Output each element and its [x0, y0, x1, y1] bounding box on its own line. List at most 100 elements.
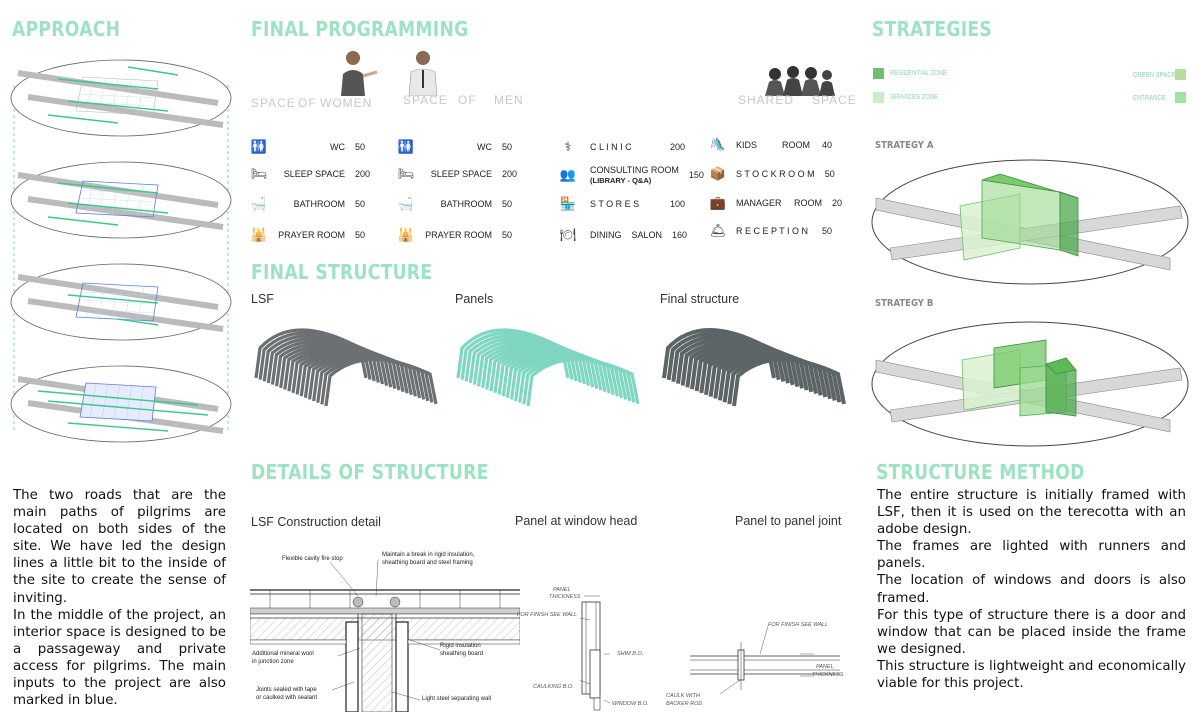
manager-icon: 💼	[709, 195, 727, 210]
woman-figure	[341, 51, 378, 96]
room-name: MANAGER ROOM	[736, 198, 823, 208]
room-area: 200	[670, 142, 686, 152]
note-break-1: Maintain a break in rigid insulation,	[382, 552, 475, 558]
note-rigid-1: Rigid insulation	[440, 643, 481, 649]
strategies-heading: STRATEGIES	[872, 17, 993, 41]
room-area: 50	[355, 230, 366, 240]
note-mineral-1: Additional mineral wool	[252, 651, 314, 657]
approach-diagram-3	[10, 263, 232, 341]
strategy-b-label: STRATEGY B	[875, 298, 934, 309]
approach-diagram-2	[10, 161, 232, 239]
room-name: KIDS ROOM	[736, 140, 811, 150]
method-heading: STRUCTURE METHOD	[876, 460, 1085, 484]
legend-swatch-services	[873, 92, 884, 103]
room-name-main: CONSULTING ROOM	[590, 164, 679, 175]
lsf-structure-model	[254, 328, 438, 407]
room-name: PRAYER ROOM	[278, 230, 345, 240]
legend-label-services: SERVICES ZONE	[890, 94, 939, 101]
room-area: 50	[822, 226, 833, 236]
room-name: CONSULTING ROOM(LIBRARY - Q&A)	[576, 165, 689, 186]
joint-note-thickness: THICKNESS	[812, 672, 844, 678]
space-shared-word-2: SPACE	[812, 93, 857, 107]
space-men-word-1: SPACE	[403, 93, 448, 107]
shared-row-clinic: ⚕ C L I N I C 200	[560, 136, 692, 158]
space-men-word-2: OF	[458, 93, 477, 107]
room-area: 200	[502, 169, 518, 179]
bed-icon: 🛏	[397, 166, 415, 181]
joint-note-finish: FOR FINISH SEE WALL	[768, 622, 829, 628]
room-area: 150	[688, 170, 704, 180]
programming-heading: FINAL PROGRAMMING	[251, 17, 469, 41]
men-row-sleep: 🛏 SLEEP SPACE 200	[398, 163, 524, 185]
wc-icon: 🚻	[250, 139, 268, 154]
detail-label-lsf: LSF Construction detail	[251, 515, 381, 529]
room-area: 200	[355, 169, 371, 179]
method-text: The entire structure is initially framed…	[877, 488, 1186, 692]
window-note-shim: SHIM B.O.	[617, 651, 644, 657]
legend-label-residential: RESIDENTIAL ZONE	[890, 70, 947, 77]
room-name: SLEEP SPACE	[430, 169, 492, 179]
approach-diagram-1	[10, 59, 232, 137]
space-women-word-2: OF	[298, 96, 317, 110]
bath-icon: 🛁	[250, 196, 268, 211]
room-area: 50	[502, 142, 513, 152]
room-name-sub: (LIBRARY - Q&A)	[590, 175, 652, 185]
prayer-icon: 🕌	[397, 227, 415, 242]
room-area: 50	[502, 230, 513, 240]
strategy-a-diagram	[871, 159, 1189, 285]
final-structure-model	[662, 328, 846, 407]
structure-heading: FINAL STRUCTURE	[251, 260, 433, 284]
room-area: 50	[502, 199, 513, 209]
panel-joint-detail-drawing	[690, 625, 840, 695]
legend-label-entrance: ENTRANCE	[1133, 95, 1166, 102]
window-note-thickness: THICKNESS	[549, 594, 581, 600]
room-name: C L I N I C	[590, 142, 632, 152]
space-women-word-1: SPACE	[251, 96, 296, 110]
window-note-caulking: CAULKING B.O.	[533, 684, 574, 690]
men-row-prayer: 🕌 PRAYER ROOM 50	[398, 224, 524, 246]
note-rigid-2: sheathing board	[440, 651, 484, 657]
joint-note-backer: BACKER ROD	[666, 701, 703, 707]
note-light-steel-wall: Light steel separating wall	[422, 696, 492, 702]
window-head-detail-drawing	[579, 595, 611, 711]
joint-note-panel: PANEL	[816, 664, 834, 670]
prayer-icon: 🕌	[250, 227, 268, 242]
room-name: WC	[477, 142, 492, 152]
stockroom-icon: 📦	[709, 166, 727, 181]
window-note-panel: PANEL	[553, 587, 571, 593]
room-name: PRAYER ROOM	[425, 230, 492, 240]
room-area: 160	[672, 230, 688, 240]
details-heading: DETAILS OF STRUCTURE	[251, 460, 489, 484]
room-name: R E C E P T I O N	[736, 226, 809, 236]
lsf-construction-detail-drawing	[250, 559, 520, 712]
clinic-icon: ⚕	[564, 139, 572, 154]
approach-site-diagrams	[10, 59, 232, 443]
joint-note-caulk: CAULK WITH	[666, 693, 700, 699]
room-area: 50	[355, 142, 366, 152]
store-icon: 🏪	[559, 196, 577, 211]
window-note-window: WINDOW B.O.	[612, 701, 649, 707]
room-area: 50	[824, 169, 835, 179]
room-name: S T O R E S	[590, 199, 640, 209]
room-area: 100	[670, 199, 686, 209]
window-note-finish: FOR FINISH SEE WALL	[517, 612, 578, 618]
note-mineral-2: in junction zone	[252, 659, 294, 665]
structure-label-lsf: LSF	[251, 292, 274, 306]
structure-label-final: Final structure	[660, 292, 740, 306]
bath-icon: 🛁	[397, 196, 415, 211]
approach-heading: APPROACH	[12, 17, 121, 41]
approach-text: The two roads that are the main paths of…	[13, 488, 226, 709]
wc-icon: 🚻	[397, 139, 415, 154]
note-joints-1: Joints sealed with tape	[256, 687, 317, 693]
strategy-a-label: STRATEGY A	[875, 140, 934, 151]
dining-icon: 🍽	[559, 227, 577, 242]
man-figure	[408, 51, 438, 96]
structure-rib	[732, 357, 846, 407]
space-men-word-3: MEN	[494, 93, 524, 107]
